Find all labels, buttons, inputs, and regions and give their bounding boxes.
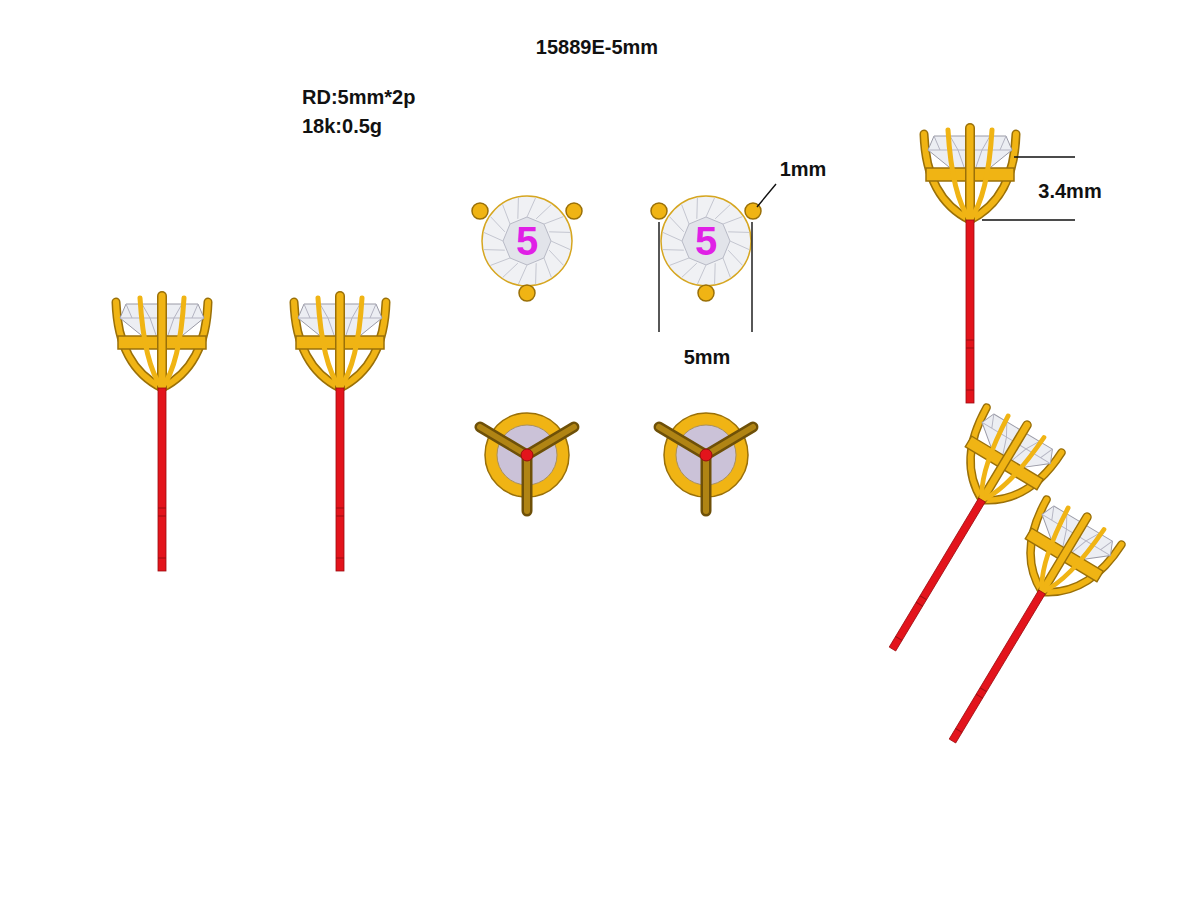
post-groove (956, 688, 987, 733)
prong (701, 455, 712, 511)
post-end (700, 449, 712, 461)
stone-size-mark: 5 (695, 219, 717, 263)
bottom-view (659, 413, 753, 511)
stone-size-mark: 5 (516, 219, 538, 263)
prong (527, 427, 574, 455)
post-groove (966, 340, 974, 390)
prong (524, 455, 530, 511)
prong-tip (698, 285, 714, 301)
prong (965, 128, 975, 220)
prong (522, 455, 533, 511)
stone-facet (663, 198, 749, 284)
prong (157, 296, 167, 388)
prong (706, 427, 753, 455)
diamond-stone (661, 196, 751, 286)
prong (706, 427, 753, 455)
post-groove (336, 508, 344, 558)
prong (480, 427, 527, 455)
stone-table (503, 217, 551, 265)
prong (159, 296, 166, 388)
side-view (116, 296, 208, 571)
prong-tip (566, 203, 582, 219)
prong (527, 427, 574, 455)
earring-post (158, 388, 166, 571)
prong (967, 128, 974, 220)
prong (703, 455, 709, 511)
post-end (521, 449, 533, 461)
prong (1024, 508, 1104, 603)
prong-tip (519, 285, 535, 301)
dimension-label: 1mm (780, 158, 827, 180)
prong (659, 427, 706, 455)
bottom-view (480, 413, 574, 511)
top-view (472, 196, 582, 301)
prong-tip (472, 203, 488, 219)
stone-spec: RD:5mm*2p (302, 86, 415, 108)
diamond-stone (482, 196, 572, 286)
prong (318, 298, 362, 388)
top-view (651, 196, 761, 301)
prong (337, 296, 344, 388)
prong (140, 298, 184, 388)
prong-tip (651, 203, 667, 219)
side-view (924, 128, 1016, 403)
prong (948, 130, 992, 220)
side-view (294, 296, 386, 571)
earring-post (889, 498, 985, 651)
stone-facet (484, 198, 570, 284)
earring-post (949, 590, 1045, 743)
earring-post (336, 388, 344, 571)
perspective-view (915, 495, 1124, 764)
drawing-title: 15889E-5mm (536, 36, 658, 58)
prong (659, 427, 706, 455)
earring-post (966, 220, 974, 403)
metal-weight: 18k:0.5g (302, 115, 382, 137)
post-groove (896, 596, 927, 641)
dimension-label: 3.4mm (1038, 180, 1101, 202)
dimension-line (659, 157, 1075, 332)
dimension-label: 5mm (684, 346, 731, 368)
prong (480, 427, 527, 455)
prong (335, 296, 345, 388)
post-groove (158, 508, 166, 558)
stone-table (682, 217, 730, 265)
prong (964, 416, 1044, 511)
